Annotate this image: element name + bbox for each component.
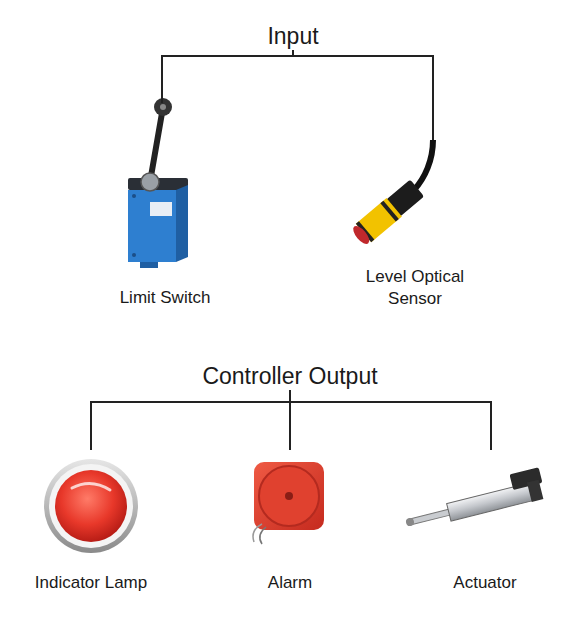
actuator-endcap (527, 480, 543, 502)
bracket-connector (289, 390, 291, 450)
lamp-highlight (72, 483, 110, 490)
device-caption: Limit Switch (120, 287, 211, 309)
switch-gland (140, 262, 158, 268)
alarm-illustration (253, 462, 324, 544)
sensor-body (350, 179, 425, 248)
device-item: Indicator Lamp (10, 450, 172, 594)
alarm-knob (285, 492, 293, 500)
actuator-tube (447, 483, 534, 521)
device-caption: Alarm (268, 572, 312, 594)
alarm-wire (260, 527, 266, 544)
lever-hub (141, 173, 159, 191)
switch-roller (154, 98, 172, 116)
device-item: Alarm (232, 450, 348, 594)
lamp-ring (49, 464, 133, 548)
device-caption: Level Optical Sensor (350, 266, 480, 310)
switch-body-side (176, 185, 188, 262)
sensor-cable (414, 140, 433, 190)
device-caption: Indicator Lamp (35, 572, 147, 594)
bracket-connector (91, 390, 290, 450)
switch-screw (132, 194, 136, 198)
lamp-lens (55, 470, 127, 542)
actuator-illustration (401, 467, 547, 532)
switch-screw (132, 253, 136, 257)
device-caption: Actuator (453, 572, 516, 594)
alarm-bell (259, 466, 319, 526)
group-heading: Controller Output (170, 362, 410, 390)
heading-text: Input (267, 23, 318, 50)
sensor-lens (350, 223, 372, 246)
switch-label-plate (150, 202, 172, 216)
bracket-connector (290, 390, 491, 450)
heading-text: Controller Output (202, 363, 377, 390)
optical-sensor-illustration (350, 140, 433, 247)
roller-axle (160, 104, 166, 110)
device-item: Limit Switch (95, 103, 235, 309)
switch-lever (150, 113, 162, 182)
device-item: Actuator (420, 450, 550, 594)
actuator-rod (409, 509, 451, 525)
bracket-connector (293, 50, 433, 140)
bracket-connector (162, 50, 293, 103)
device-item: Level Optical Sensor (350, 140, 480, 310)
limit-switch-illustration (128, 98, 188, 268)
indicator-lamp-illustration (44, 459, 138, 553)
group-heading: Input (253, 22, 333, 50)
switch-body-front (128, 190, 176, 262)
lamp-bezel (44, 459, 138, 553)
sensor-ring (380, 201, 398, 222)
actuator-eye (405, 517, 415, 527)
alarm-backplate (254, 462, 324, 530)
